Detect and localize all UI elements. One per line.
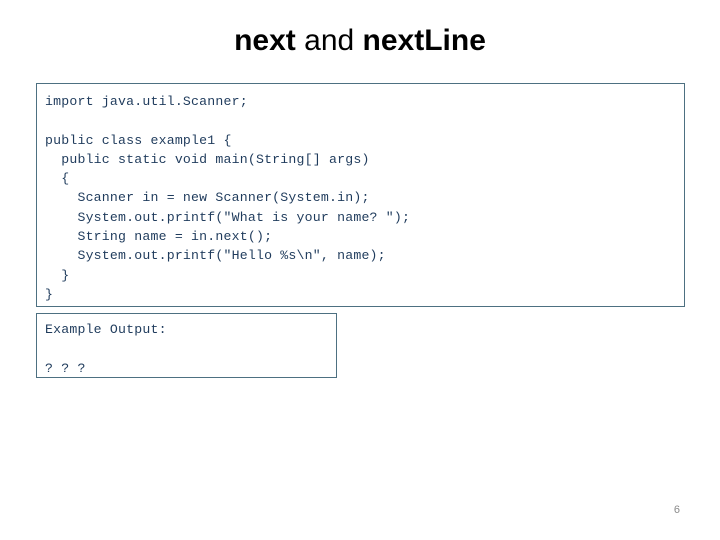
code-line: System.out.printf("What is your name? ")… <box>45 209 411 225</box>
page-number: 6 <box>673 504 680 516</box>
code-line: System.out.printf("Hello %s\n", name); <box>45 248 386 264</box>
example-output-block: Example Output: ? ? ? <box>36 313 337 378</box>
page-title: next and nextLine <box>0 23 720 59</box>
page-title-part-next: next <box>234 24 296 57</box>
code-line <box>45 111 684 130</box>
code-line: public class example1 { <box>45 132 232 148</box>
example-output-value: ? ? ? <box>45 360 86 376</box>
code-line: public static void main(String[] args) <box>45 151 370 167</box>
page-title-part-nextline: nextLine <box>362 24 486 57</box>
code-line: } <box>45 286 54 302</box>
code-line: { <box>45 171 70 187</box>
page-title-part-and: and <box>295 24 363 57</box>
code-block: import java.util.Scanner; public class e… <box>36 83 685 307</box>
code-line: String name = in.next(); <box>45 229 273 245</box>
code-line: import java.util.Scanner; <box>45 94 248 109</box>
example-output-label: Example Output: <box>45 322 167 337</box>
code-line: } <box>45 267 70 283</box>
code-line: Scanner in = new Scanner(System.in); <box>45 190 370 206</box>
example-output-spacer <box>45 339 336 358</box>
